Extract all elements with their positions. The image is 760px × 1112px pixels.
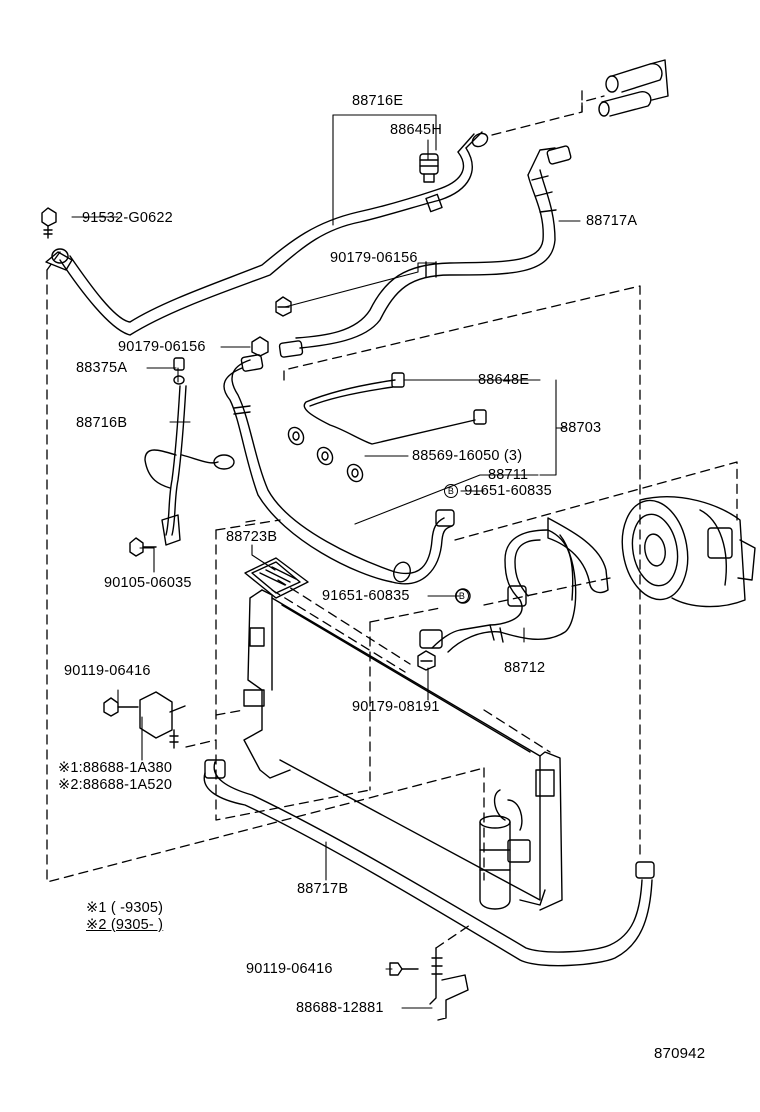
- hose-88717B: [203, 759, 655, 967]
- bolt-90119-b: [389, 962, 419, 976]
- label-90119-06416-a: 90119-06416: [64, 663, 151, 679]
- label-90179-08191: 90179-08191: [352, 699, 440, 715]
- circle-b-mark-lower: B: [455, 589, 471, 604]
- label-88688-1A380: ※1:88688-1A380: [58, 760, 173, 776]
- dashed-fitting-lines: [46, 87, 605, 949]
- label-88723B: 88723B: [226, 529, 278, 545]
- label-88716E: 88716E: [352, 93, 404, 109]
- hose-88712: [419, 517, 609, 653]
- leader-lines: [71, 114, 581, 1009]
- dashed-outline-condenser: [185, 519, 441, 821]
- label-90179-06156-b: 90179-06156: [118, 339, 206, 355]
- receiver-dryer: [479, 789, 531, 910]
- fitting-top-right: [598, 59, 669, 117]
- hose-88716B: [144, 385, 235, 546]
- bolt-90105: [129, 537, 157, 557]
- label-88712: 88712: [504, 660, 546, 676]
- label-88717B: 88717B: [297, 881, 349, 897]
- condenser-bracket-left: [243, 589, 291, 779]
- label-88688-12881: 88688-12881: [296, 1000, 384, 1016]
- circle-b-mark-2: B: [455, 589, 469, 603]
- label-88688-1A520: ※2:88688-1A520: [58, 777, 173, 793]
- compressor: [621, 496, 756, 608]
- label-88711: 88711: [488, 467, 529, 483]
- nut-90179-a: [275, 296, 292, 317]
- label-88645H: 88645H: [390, 122, 442, 138]
- label-91651-a-text: 91651-60835: [464, 483, 552, 499]
- label-90105-06035: 90105-06035: [104, 575, 192, 591]
- label-88375A: 88375A: [76, 360, 128, 376]
- plug-88375A: [173, 357, 185, 385]
- dashed-outline-left: [46, 269, 485, 883]
- nut-90179-08191: [417, 650, 436, 671]
- bolt-90119-a: [103, 697, 139, 717]
- pad-88723B: [244, 557, 309, 599]
- diagram-id: 870942: [654, 1045, 706, 1062]
- note-2: ※2 (9305- ): [86, 917, 164, 933]
- label-88648E: 88648E: [478, 372, 530, 388]
- label-88716B: 88716B: [76, 415, 128, 431]
- label-88569-16050: 88569-16050 (3): [412, 448, 523, 464]
- bracket-88688-12881: [429, 947, 469, 1021]
- label-90119-06416-b: 90119-06416: [246, 961, 333, 977]
- condenser-core: [271, 597, 541, 901]
- circle-b-mark: B: [444, 484, 458, 498]
- nut-90179-b: [251, 336, 269, 357]
- bolt-91532: [41, 207, 57, 239]
- bracket-88688-1A380: [139, 691, 186, 749]
- dashed-outline-compressor: [454, 461, 738, 861]
- hose-88717A: [278, 145, 572, 358]
- note-1: ※1 ( -9305): [86, 900, 164, 916]
- hose-88716E: [45, 131, 489, 336]
- label-90179-06156-a: 90179-06156: [330, 250, 418, 266]
- label-88717A: 88717A: [586, 213, 638, 229]
- label-91532-G0622: 91532-G0622: [82, 210, 173, 226]
- label-91651-60835-b: 91651-60835: [322, 588, 410, 604]
- harness-88703: [303, 372, 487, 445]
- label-91651-60835-a: B 91651-60835: [444, 484, 552, 499]
- label-88703: 88703: [560, 420, 602, 436]
- part-88645H: [419, 153, 439, 183]
- dashed-outline-88711: [283, 285, 641, 471]
- condenser-bracket-right: [519, 751, 563, 911]
- grommets-88569: [287, 426, 364, 483]
- hose-88711: [223, 354, 455, 585]
